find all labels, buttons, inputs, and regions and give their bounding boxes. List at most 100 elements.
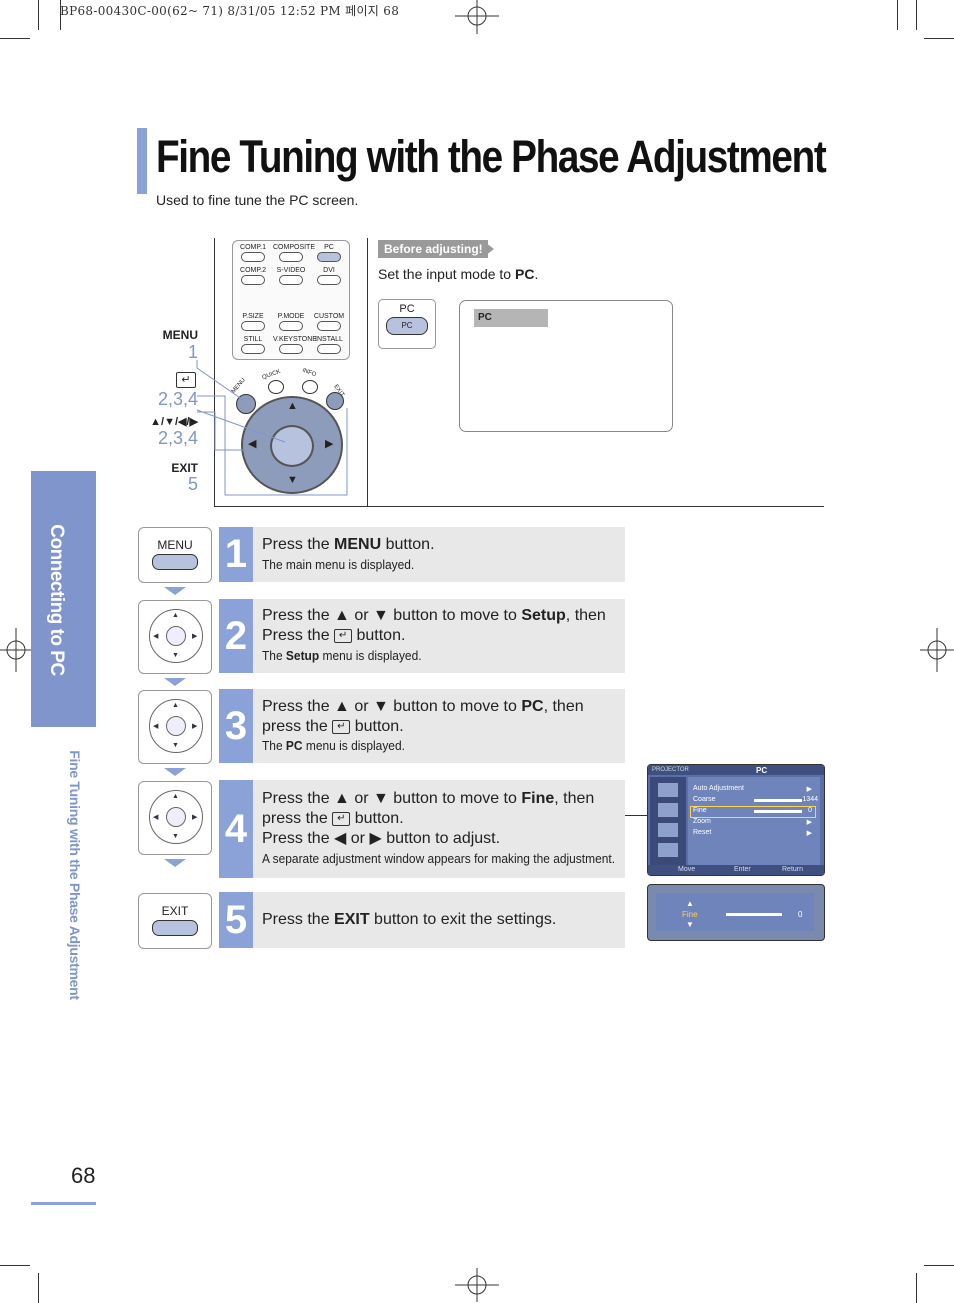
osd-category-icons (650, 777, 686, 865)
osd-selected-row (690, 806, 816, 818)
step-4-instruction: Press the ▲ or ▼ button to move to Fine,… (262, 790, 595, 847)
osd-item-coarse: Coarse (693, 796, 716, 803)
step-4-result: A separate adjustment window appears for… (262, 851, 616, 866)
osd-item-value: 1344 (802, 796, 818, 803)
up-arrow-icon: ▲ (287, 400, 298, 412)
registration-mark (455, 1268, 499, 1302)
remote-button-dvi: DVI (311, 267, 347, 285)
step-5-instruction: Press the EXIT button to exit the settin… (262, 911, 557, 928)
osd-title: PC (756, 766, 768, 775)
step-5-box: Press the EXIT button to exit the settin… (253, 892, 625, 948)
registration-mark (455, 0, 499, 34)
remote-button-vkeystone: V.KEYSTONE (273, 336, 317, 354)
sidebar-section-label: Connecting to PC (46, 524, 67, 676)
title-accent-bar (137, 128, 147, 194)
osd-footer: Move Enter Return (648, 865, 824, 875)
step-3-box: Press the ▲ or ▼ button to move to PC, t… (253, 689, 625, 763)
remote-button-psize: P.SIZE (235, 313, 271, 331)
crop-mark (60, 0, 61, 30)
exit-button-shape (326, 392, 344, 410)
left-arrow-icon: ◀ (248, 438, 257, 450)
dpad-illustration: ▲▼◀▶ (138, 600, 212, 674)
crop-mark (924, 38, 954, 39)
callout-exit-step: 5 (187, 474, 198, 494)
step-2-result: The Setup menu is displayed. (262, 648, 422, 663)
step-number: 4 (219, 780, 253, 878)
osd2-value: 0 (798, 910, 803, 919)
step-number: 1 (219, 527, 253, 582)
remote-button-install: INSTALL (311, 336, 347, 354)
enter-button-shape (270, 425, 314, 467)
dpad-illustration: ▲▼◀▶ (138, 690, 212, 764)
crop-mark (924, 1265, 954, 1266)
step-2-box: Press the ▲ or ▼ button to move to Setup… (253, 599, 625, 673)
osd-item-auto-adjustment: Auto Adjustment (693, 785, 744, 792)
osd-fine-adjust-window: ▲ Fine ▼ 0 (647, 884, 825, 941)
crop-mark (38, 1273, 39, 1303)
callout-arrows-label: ▲/▼/◀/▶ (150, 416, 198, 428)
fine-slider (754, 810, 802, 813)
before-adjusting-text: Set the input mode to PC. (378, 266, 539, 282)
step-1-box: Press the MENU button. The main menu is … (253, 527, 625, 582)
osd2-label: Fine (682, 910, 698, 919)
quick-button-shape (268, 380, 284, 394)
right-arrow-icon: ▶ (325, 438, 334, 450)
step-number: 2 (219, 599, 253, 673)
screen-preview: PC (459, 300, 673, 432)
callout-arrows-step: 2,3,4 (157, 428, 198, 448)
remote-button-svideo: S-VIDEO (273, 267, 309, 285)
osd-item-arrow: ▶ (806, 786, 812, 793)
callout-menu-label: MENU (162, 328, 198, 342)
step-number: 3 (219, 689, 253, 763)
divider (214, 506, 824, 507)
page-number-underline (31, 1202, 96, 1205)
up-arrow-icon: ▲ (686, 899, 694, 908)
coarse-slider (754, 799, 802, 802)
crop-mark (916, 1273, 917, 1303)
down-arrow-icon (164, 859, 186, 867)
menu-button-illustration: MENU (138, 527, 212, 583)
osd-item-arrow: ▶ (806, 830, 812, 837)
remote-illustration (214, 238, 368, 506)
down-arrow-icon: ▼ (287, 474, 298, 486)
print-line: BP68-00430C-00(62~ 71) 8/31/05 12:52 PM … (60, 4, 400, 18)
crop-mark (0, 1265, 30, 1266)
down-arrow-icon (164, 587, 186, 595)
callout-enter-icon: ↵ (176, 372, 196, 388)
callout-exit-label: EXIT (171, 461, 198, 475)
down-arrow-icon: ▼ (686, 920, 694, 929)
osd-header: PROJECTOR PC (648, 765, 824, 775)
remote-button-composite: COMPOSITE (273, 244, 315, 262)
sidebar-chapter-label: Fine Tuning with the Phase Adjustment (67, 750, 83, 1000)
remote-button-panel: COMP.1 COMPOSITE PC COMP.2 S-VIDEO DVI P… (232, 240, 350, 360)
step-1-result: The main menu is displayed. (262, 557, 415, 572)
osd-pc-menu: PROJECTOR PC Auto Adjustment ▶ Coarse 13… (647, 764, 825, 876)
osd-item-zoom: Zoom (693, 818, 711, 825)
crop-mark (38, 0, 39, 30)
osd-item-reset: Reset (693, 829, 712, 836)
step-3-result: The PC menu is displayed. (262, 738, 405, 753)
remote-button-custom: CUSTOM (311, 313, 347, 331)
sidebar-tab (31, 471, 96, 727)
step-1-instruction: Press the MENU button. (262, 536, 435, 553)
registration-mark (920, 628, 954, 672)
osd-item-value: 0 (808, 807, 812, 814)
step-2-instruction: Press the ▲ or ▼ button to move to Setup… (262, 607, 606, 644)
page-title: Fine Tuning with the Phase Adjustment (156, 131, 827, 182)
crop-mark (916, 0, 917, 30)
osd-item-arrow: ▶ (806, 819, 812, 826)
exit-button-illustration: EXIT (138, 893, 212, 949)
step-4-box: Press the ▲ or ▼ button to move to Fine,… (253, 780, 625, 878)
page-number: 68 (71, 1163, 96, 1188)
step-3-instruction: Press the ▲ or ▼ button to move to PC, t… (262, 698, 584, 735)
connector-line (625, 815, 647, 816)
step-number: 5 (219, 892, 253, 948)
pc-button-shape: PC (386, 317, 428, 335)
osd-item-fine: Fine (693, 807, 707, 814)
osd-footer-enter: Enter (734, 866, 751, 873)
remote-button-pc: PC (311, 244, 347, 262)
osd-item-list: Auto Adjustment ▶ Coarse 1344 Fine 0 Zoo… (688, 777, 820, 865)
osd-footer-move: Move (678, 866, 696, 873)
fine-adjust-slider (726, 913, 782, 916)
screen-source-label: PC (474, 309, 548, 327)
